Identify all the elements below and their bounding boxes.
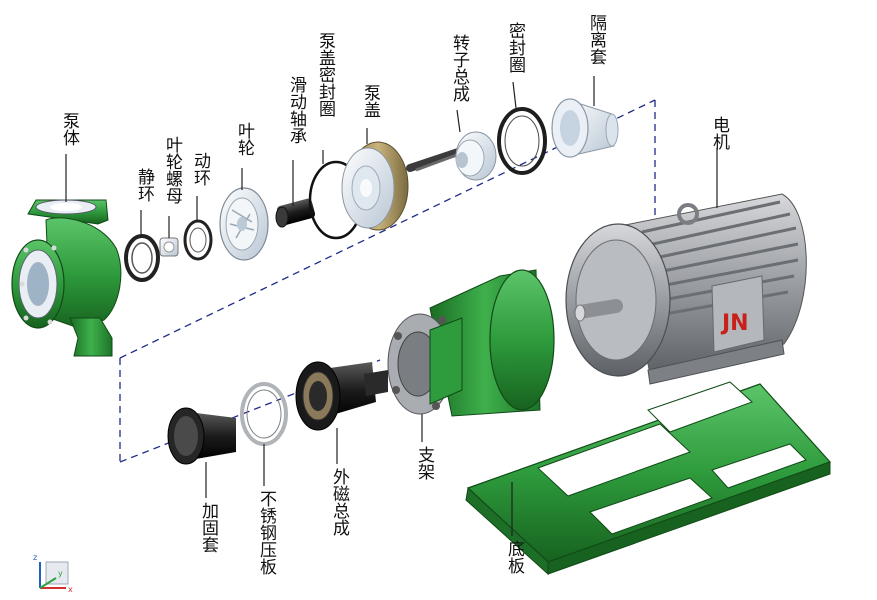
label-impeller-nut: 叶轮螺母 [162, 136, 182, 204]
axis-indicator: z x y [33, 553, 73, 594]
label-stainless-pressure-plate: 不锈钢压板 [256, 490, 276, 575]
static-ring-part [124, 234, 160, 282]
label-reinforcing-sleeve: 加固套 [198, 502, 218, 553]
seal-ring-part [497, 107, 547, 175]
label-seal-ring: 密封圈 [505, 22, 525, 73]
axis-x-label: x [68, 585, 73, 594]
isolation-sleeve-part [551, 98, 619, 158]
leader-lines [65, 76, 718, 536]
axis-y-label: y [58, 569, 63, 578]
label-outer-magnet-assembly: 外磁总成 [329, 468, 349, 536]
brand-mark: JN [720, 311, 749, 336]
impeller-nut-part [159, 237, 179, 257]
label-sliding-bearing: 滑动轴承 [286, 76, 306, 144]
label-pump-body: 泵体 [59, 112, 79, 146]
impeller-part [219, 187, 269, 261]
reinforcing-sleeve-part [167, 407, 236, 465]
axis-z-label: z [33, 553, 37, 562]
pump-body-part [11, 199, 122, 357]
label-moving-ring: 动环 [190, 152, 210, 186]
label-rotor-assembly: 转子总成 [449, 34, 469, 102]
moving-ring-part [183, 219, 213, 261]
pump-cover-part [341, 141, 409, 231]
base-plate-part [465, 381, 832, 576]
label-static-ring: 静环 [134, 168, 154, 202]
label-pump-cover-seal: 泵盖密封圈 [315, 32, 335, 117]
label-base-plate: 底板 [504, 540, 524, 574]
label-impeller: 叶轮 [234, 122, 254, 156]
sliding-bearing-part [275, 198, 316, 228]
outer-magnet-assembly-part [295, 361, 388, 431]
label-isolation-sleeve: 隔离套 [586, 14, 606, 65]
rotor-assembly-part [406, 131, 497, 181]
label-bracket: 支架 [414, 446, 434, 480]
motor-part: JN [565, 193, 807, 385]
label-pump-cover: 泵盖 [360, 84, 380, 118]
bracket-part [387, 269, 555, 417]
stainless-pressure-plate-part [240, 382, 288, 446]
label-motor: 电机 [709, 116, 729, 150]
